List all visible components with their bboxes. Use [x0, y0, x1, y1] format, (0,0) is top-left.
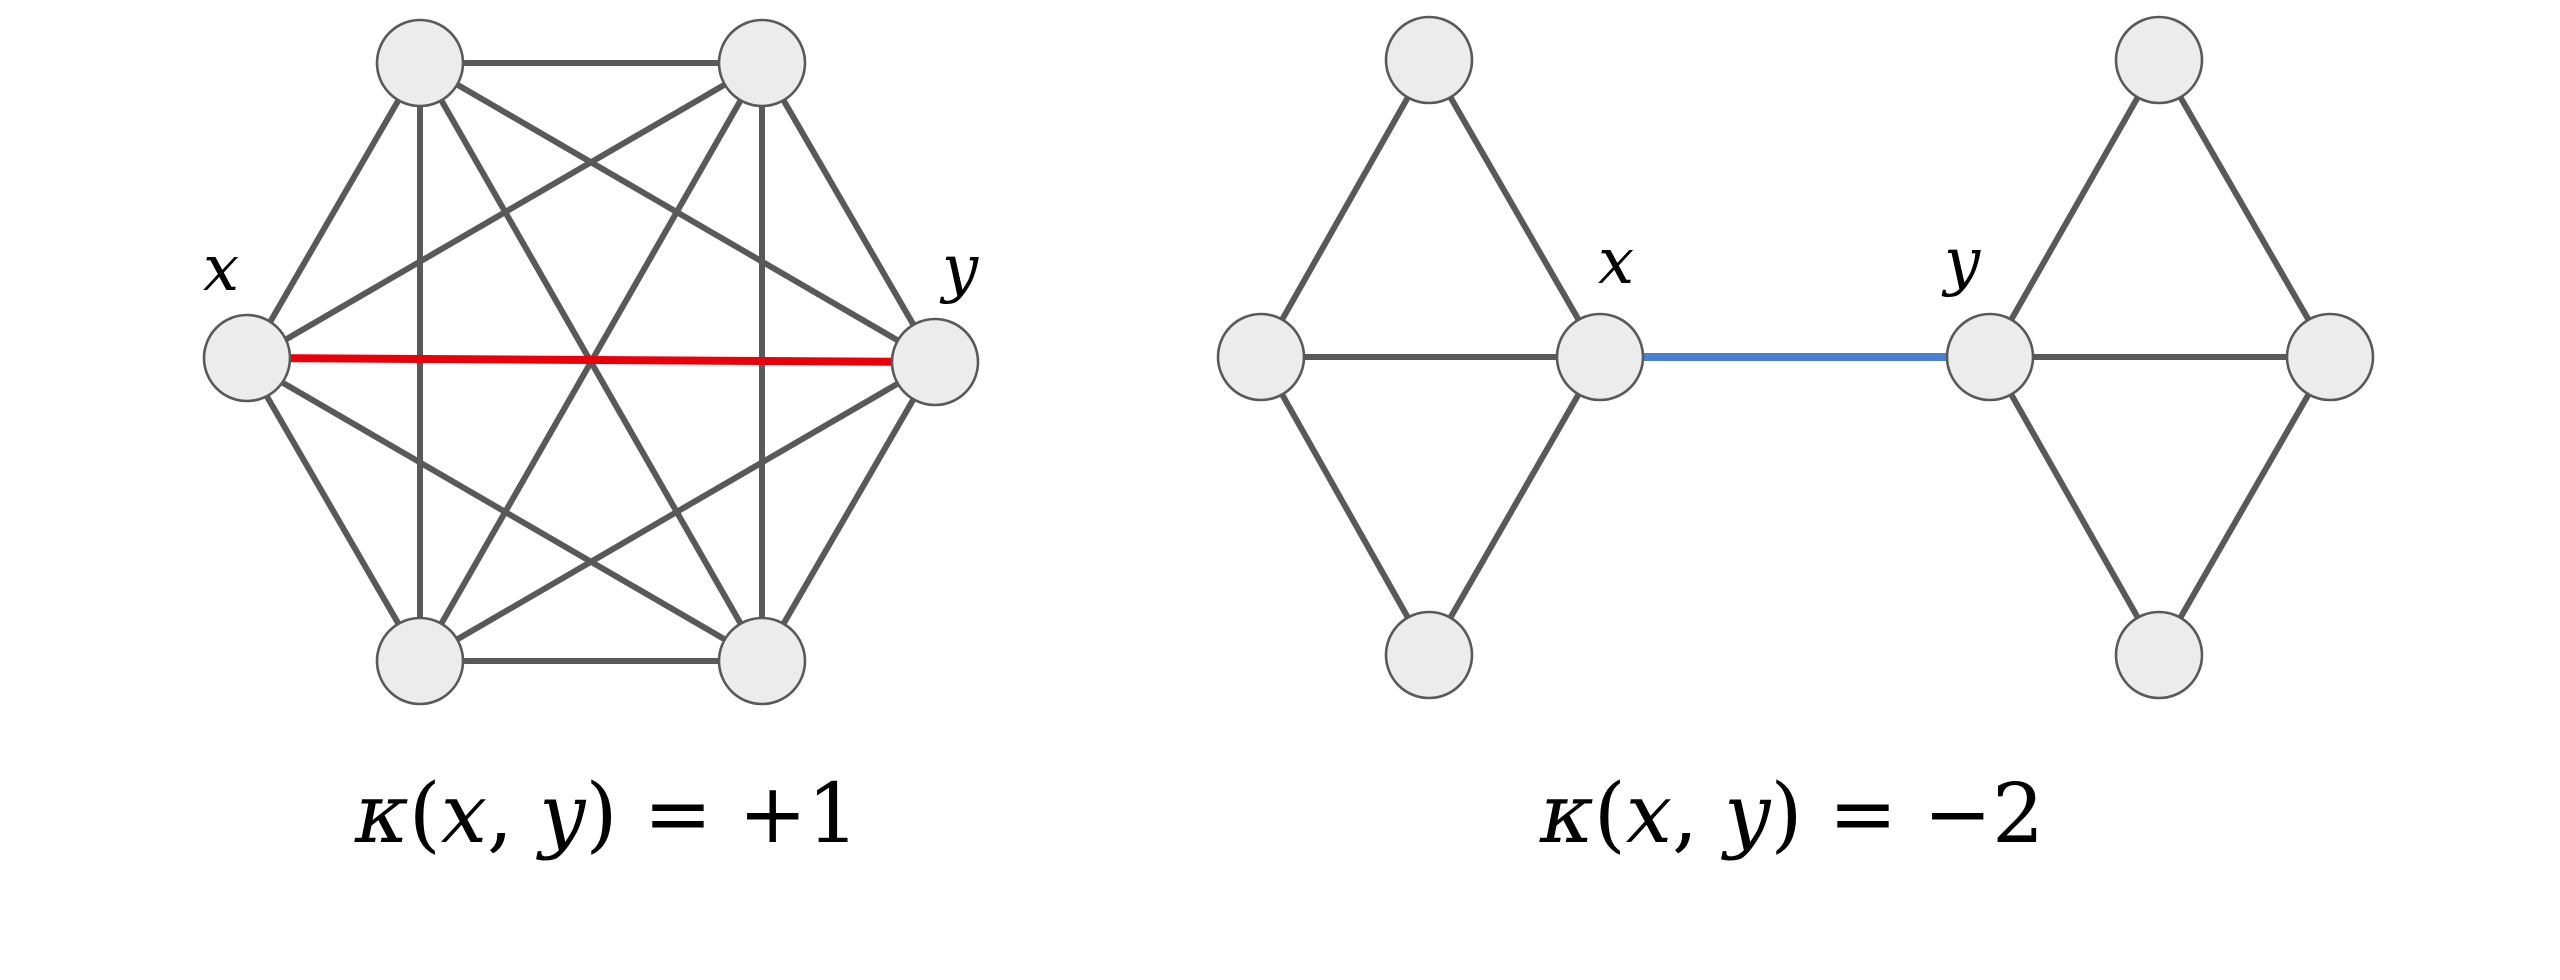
right-node-y — [1945, 312, 2035, 402]
right-node — [1216, 312, 1306, 402]
right-edge — [1258, 57, 1432, 360]
left-formula-open: ( — [409, 767, 441, 862]
right-label-x: x — [1598, 225, 1634, 299]
left-edge — [759, 359, 938, 664]
right-edge — [1426, 57, 1603, 360]
left-edge — [244, 60, 423, 365]
left-node — [717, 616, 807, 706]
right-formula-equals: = — [1803, 767, 1924, 862]
left-edge — [417, 359, 938, 664]
left-label-y: y — [939, 232, 979, 306]
right-node — [2285, 312, 2375, 402]
right-node — [2114, 610, 2204, 700]
left-formula-close: ) — [586, 767, 618, 862]
right-node-x — [1555, 312, 1645, 402]
left-curvature-formula: κ(x, y) = +1 — [354, 767, 859, 862]
left-formula-comma: , — [487, 767, 539, 862]
right-graph-bridge: x y — [1216, 15, 2375, 700]
left-formula-x: x — [441, 767, 487, 862]
right-formula-kappa: κ — [1539, 767, 1594, 862]
right-node — [2114, 15, 2204, 105]
left-formula-y: y — [535, 767, 587, 862]
left-formula-equals: = — [618, 767, 739, 862]
right-node — [1384, 610, 1474, 700]
left-edge — [759, 60, 938, 365]
left-highlight-edge — [243, 354, 939, 366]
left-label-x: x — [203, 232, 239, 306]
left-formula-kappa: κ — [354, 767, 409, 862]
right-formula-x: x — [1626, 767, 1672, 862]
left-formula-value: +1 — [738, 767, 859, 862]
left-edge — [244, 60, 765, 365]
right-node — [1384, 15, 1474, 105]
left-node — [375, 18, 465, 108]
left-edge — [244, 359, 765, 664]
right-label-y: y — [1941, 225, 1981, 299]
right-formula-open: ( — [1594, 767, 1626, 862]
right-edge — [1987, 57, 2162, 360]
right-formula-y: y — [1720, 767, 1772, 862]
left-node-y — [890, 317, 980, 407]
right-edge — [1987, 354, 2162, 658]
right-formula-comma: , — [1672, 767, 1724, 862]
left-node — [375, 616, 465, 706]
left-edge — [244, 359, 423, 664]
right-formula-close: ) — [1771, 767, 1803, 862]
right-edge — [2156, 354, 2333, 658]
right-edge — [1258, 354, 1432, 658]
right-formula-value: −2 — [1923, 767, 2044, 862]
right-edge — [1426, 354, 1603, 658]
left-node — [717, 18, 807, 108]
right-edge — [2156, 57, 2333, 360]
right-curvature-formula: κ(x, y) = −2 — [1539, 767, 2044, 862]
left-node-x — [202, 313, 292, 403]
left-graph-complete: x y — [202, 18, 980, 706]
